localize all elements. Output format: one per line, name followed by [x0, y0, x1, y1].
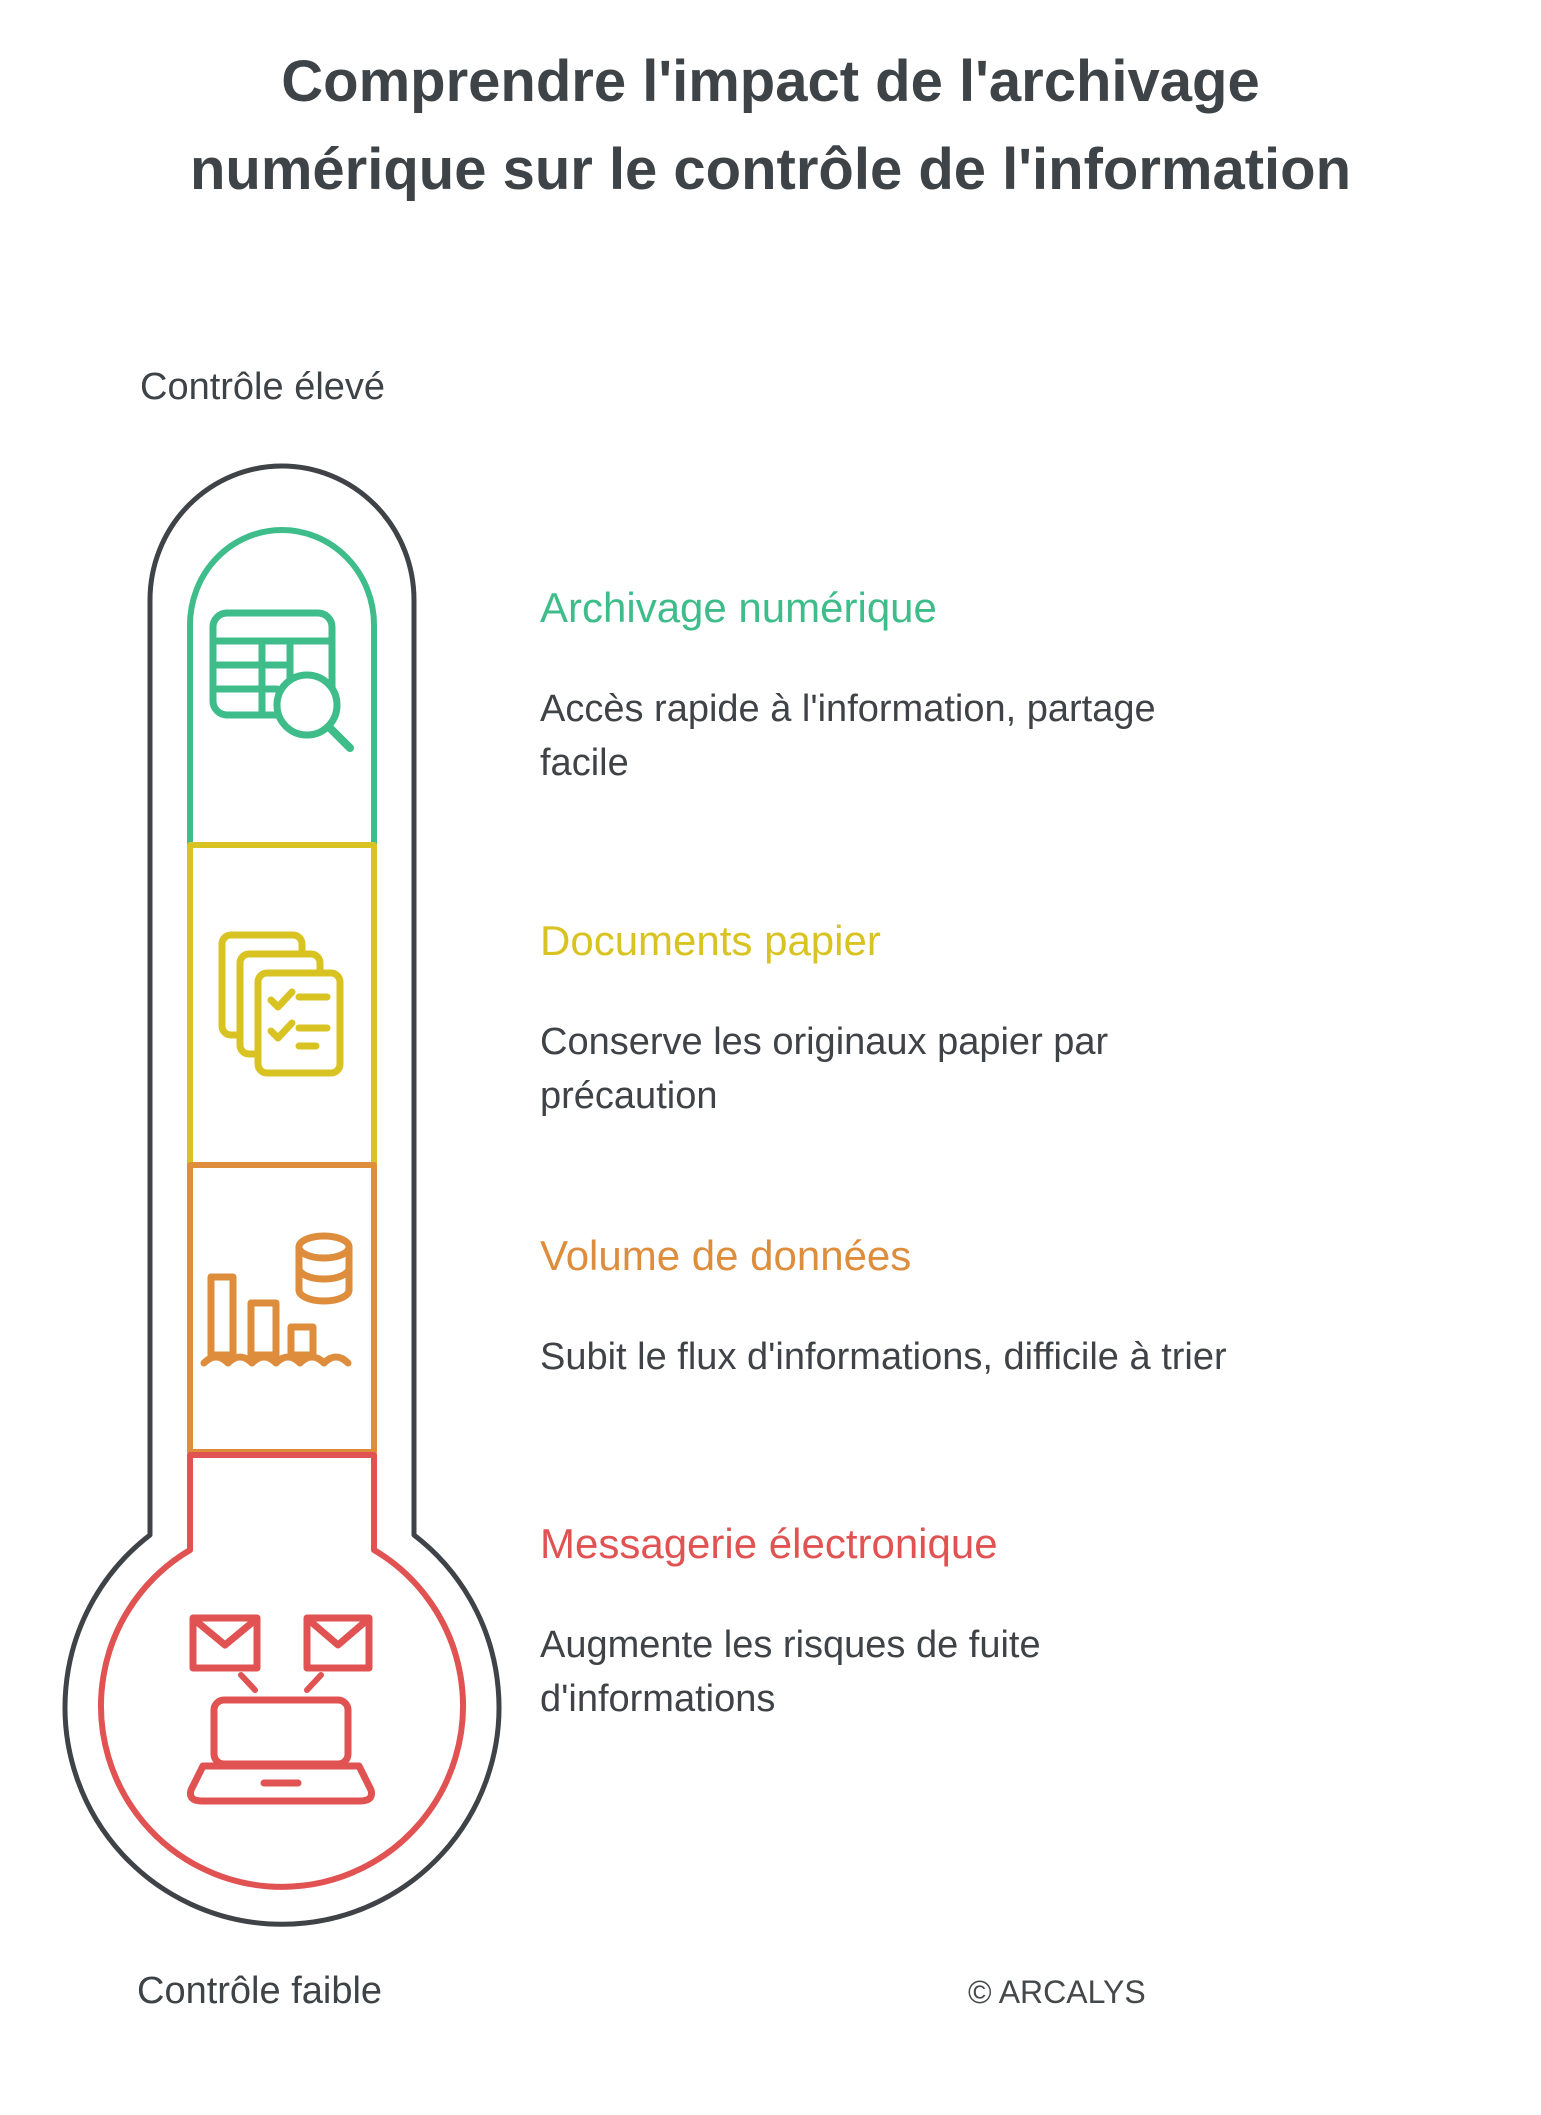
- copyright-text: © ARCALYS: [968, 1974, 1146, 2010]
- segment-archivage-numerique: [187, 527, 377, 848]
- paper-documents-icon: [218, 931, 344, 1077]
- section-messagerie-electronique: Messagerie électronique Augmente les ris…: [540, 1518, 1041, 1726]
- segment-messagerie-bulb: [98, 1452, 466, 1890]
- section-body: Conserve les originaux papier par précau…: [540, 1021, 1109, 1117]
- page-title: Comprendre l'impact de l'archivage numér…: [189, 49, 1352, 203]
- table-search-icon: [209, 609, 354, 752]
- email-laptop-icon: [187, 1614, 375, 1805]
- section-body: Subit le flux d'informations, difficile …: [540, 1336, 1227, 1378]
- section-heading: Messagerie électronique: [540, 1520, 998, 1567]
- section-heading: Volume de données: [540, 1232, 912, 1279]
- section-documents-papier: Documents papier Conserve les originaux …: [540, 915, 1108, 1123]
- thermometer-outline: [62, 463, 502, 1927]
- control-high-label: Contrôle élevé: [140, 366, 386, 408]
- envelope-icon: [303, 1614, 373, 1672]
- section-body: Augmente les risques de fuite d'informat…: [540, 1624, 1041, 1720]
- section-body: Accès rapide à l'information, partage fa…: [540, 688, 1156, 784]
- envelope-icon: [189, 1614, 261, 1672]
- control-low-label: Contrôle faible: [137, 1970, 383, 2012]
- section-volume-de-donnees: Volume de données Subit le flux d'inform…: [540, 1230, 1227, 1384]
- signal-dash: [238, 1672, 258, 1693]
- section-heading: Archivage numérique: [540, 584, 937, 631]
- segment-volume-donnees: [187, 1162, 377, 1455]
- data-volume-icon: [200, 1232, 353, 1367]
- section-heading: Documents papier: [540, 917, 881, 964]
- laptop-icon: [187, 1696, 375, 1805]
- signal-dash: [304, 1672, 324, 1693]
- section-archivage-numerique: Archivage numérique Accès rapide à l'inf…: [540, 582, 1156, 790]
